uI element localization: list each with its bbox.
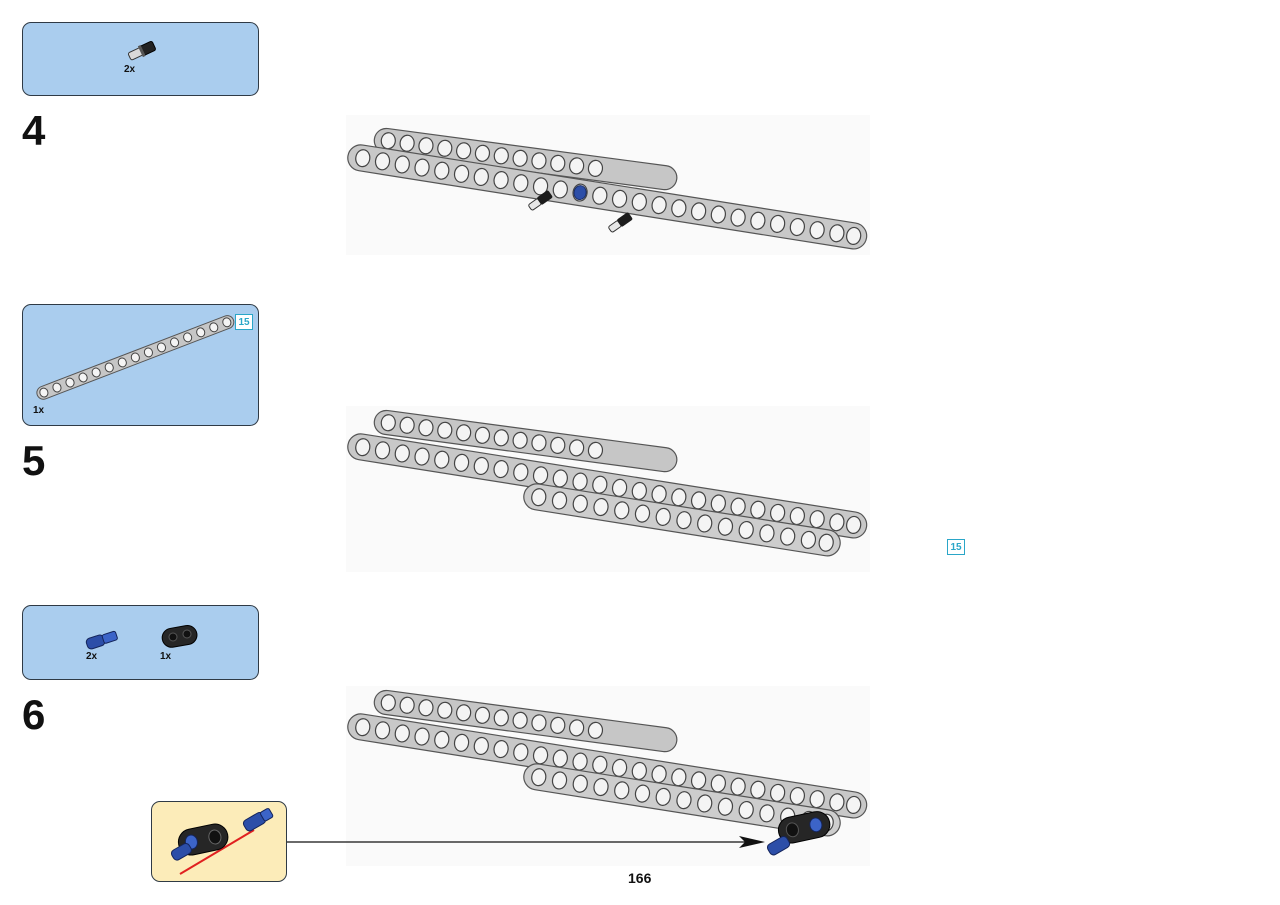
step-5-number: 5 (22, 437, 46, 484)
blue-axle-pin-icon (85, 630, 118, 650)
step-6-number: 6 (22, 691, 46, 738)
parts-box-step-6: 2x 1x (22, 605, 259, 680)
step-5-part-qty: 1x (33, 405, 45, 416)
parts-box-step-4: 2x (22, 22, 259, 96)
black-liftarm-icon (161, 625, 198, 648)
parts-box-step-5: 15 1x (22, 304, 259, 426)
step-6-part-2-qty: 1x (160, 651, 172, 662)
page-number: 166 (628, 870, 652, 886)
step-4-number: 4 (22, 107, 46, 154)
liftarm-15-icon (36, 315, 235, 400)
liftarm-length-badge: 15 (235, 314, 253, 330)
step-5-illustration (346, 406, 870, 572)
step-6-illustration (346, 686, 870, 866)
subassembly-icon (170, 808, 274, 875)
step-4-part-qty: 2x (124, 64, 136, 75)
subassembly-callout (151, 801, 287, 882)
step-5-length-badge: 15 (947, 539, 965, 555)
black-pin-icon (127, 40, 156, 61)
step-4-illustration (346, 115, 870, 255)
assembly-arrow (287, 836, 765, 848)
step-6-part-1-qty: 2x (86, 651, 98, 662)
